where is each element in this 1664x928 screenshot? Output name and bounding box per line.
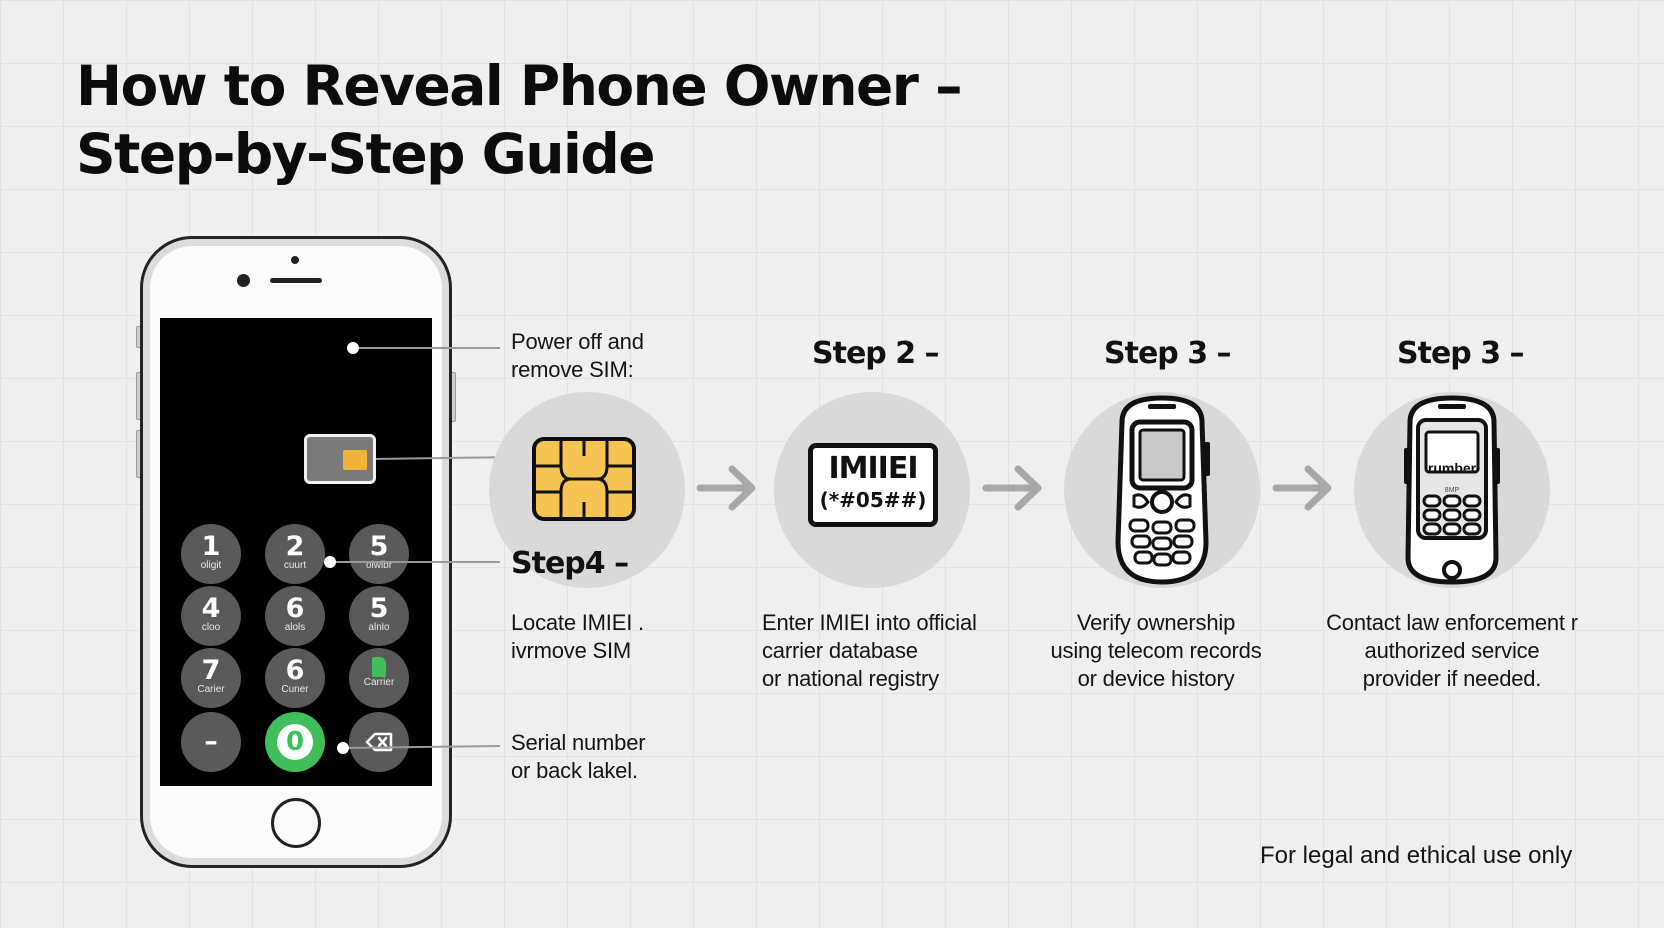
step4-heading: Step 3 – [1397,336,1524,371]
arrow-right-icon-1 [696,463,760,513]
power-off-label: Power off and remove SIM: [511,328,644,384]
imei-badge-code: (*#05##) [813,487,933,513]
step2-heading: Step 2 – [812,336,939,371]
step4-description: Contact law enforcement r authorized ser… [1300,609,1604,693]
serial-callout-line [343,746,500,748]
step3-description: Verify ownership using telecom records o… [1020,609,1292,693]
sim-chip-icon [531,436,637,522]
step3-heading: Step 3 – [1104,336,1231,371]
power-callout-dot [348,343,358,353]
step1-description: Locate IMIEI . ivrmove SIM [511,609,644,665]
arrow-right-icon-2 [982,463,1046,513]
serial-callout-dot [338,743,348,753]
serial-number-label: Serial number or back lakel. [511,729,645,785]
step4-callout-dot [325,557,335,567]
step1-heading: Step4 – [511,546,628,581]
phone-small-label: 8MP [1426,487,1478,494]
step2-description: Enter IMIEI into official carrier databa… [762,609,977,693]
arrow-right-icon-3 [1272,463,1336,513]
imei-badge: IMIIEI (*#05##) [808,443,938,527]
legal-disclaimer: For legal and ethical use only [1260,842,1572,870]
feature-phone-icon [1108,392,1216,588]
imei-badge-title: IMIIEI [813,451,933,487]
phone-screen-number-text: rumber [1426,460,1478,476]
